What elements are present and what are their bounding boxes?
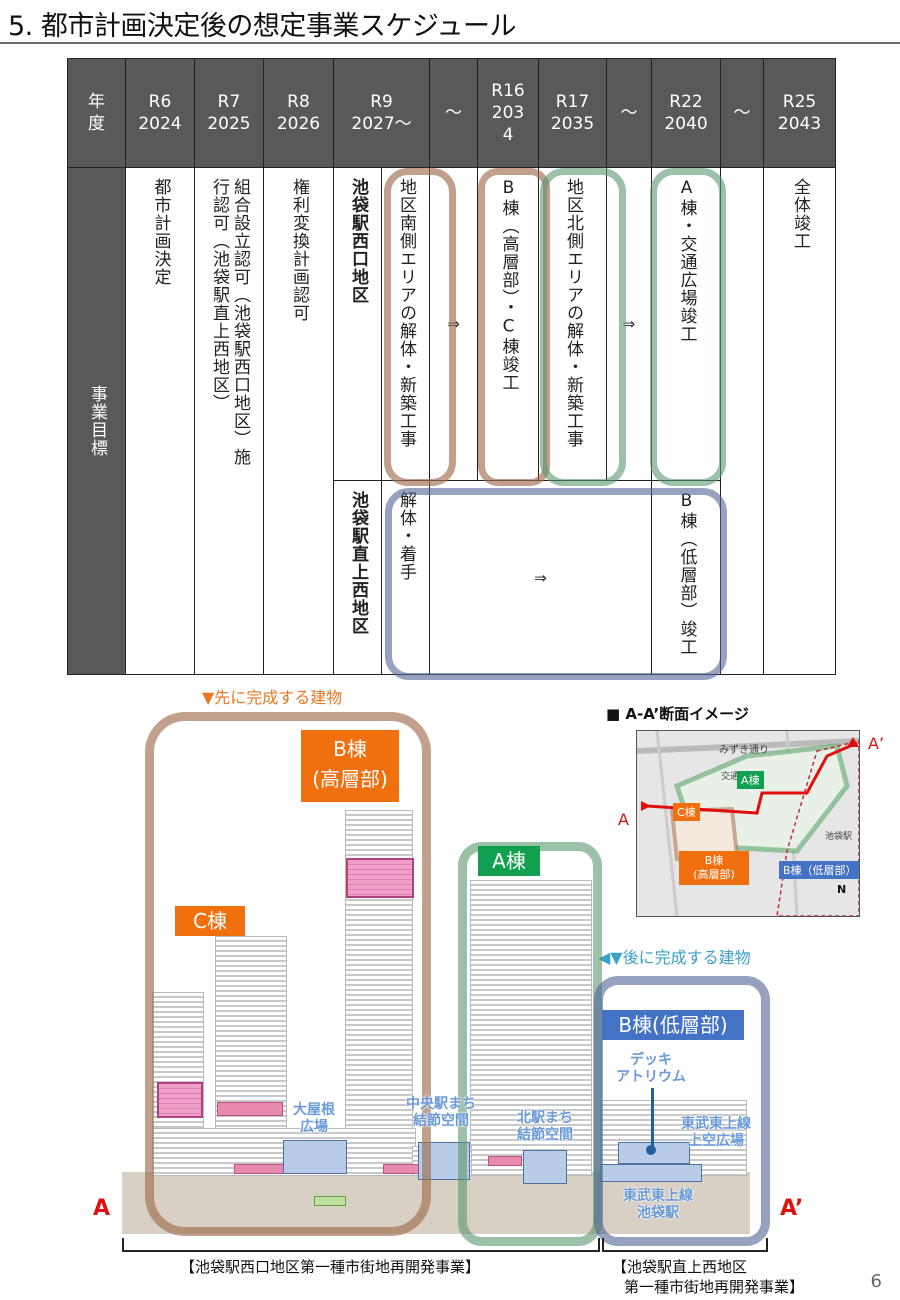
ground	[122, 1172, 750, 1234]
cell-district2: 池袋駅直上西地区	[333, 480, 382, 675]
map-svg	[637, 731, 859, 916]
section-label-a: A	[93, 1196, 111, 1221]
brace-label-chokujo-1: 【池袋駅直上西地区	[612, 1258, 748, 1276]
map-label-a: A	[618, 810, 629, 829]
tobu-platform	[600, 1164, 702, 1182]
map-title: ■ A-A’断面イメージ	[606, 705, 749, 723]
chuo-space-box	[418, 1142, 470, 1180]
caption-chuo-space: 中央駅まち 結節空間	[406, 1096, 476, 1129]
deck-pointer-dot	[646, 1145, 656, 1155]
district2-row: 池袋駅直上西地区 解体・着手 ⇒ B棟（低層部）竣工	[68, 480, 836, 675]
cell-d2-r22: B棟（低層部）竣工	[651, 480, 722, 675]
cell-r25: 全体竣工	[763, 167, 837, 675]
map-tag-a: A棟	[737, 771, 764, 789]
cell-empty-gap3	[720, 167, 765, 675]
brace-label-chokujo-2: 第一種市街地再開発事業】	[624, 1278, 805, 1296]
cell-r8: 権利変換計画認可	[263, 167, 334, 675]
brace-west	[122, 1238, 600, 1252]
caption-oyane-plaza: 大屋根 広場	[293, 1102, 335, 1135]
page-number: 6	[870, 1271, 882, 1292]
cell-d1-r16: B棟（高層部）・C棟竣工	[477, 167, 540, 481]
map-tag-b-low: B棟（低層部）	[779, 861, 859, 879]
map-tag-b-high: B棟 (高層部)	[679, 851, 749, 885]
district1-row: 事業目標 都市計画決定 組合設立認可（池袋駅西口地区）施行認可（池袋駅直上西地区…	[67, 167, 837, 675]
map-label-a-prime: A’	[868, 734, 885, 753]
map-tag-c: C棟	[673, 803, 700, 821]
pink-band-3	[488, 1156, 522, 1166]
pink-band-2	[383, 1164, 419, 1174]
cell-district1: 池袋駅西口地区	[333, 167, 382, 481]
label-first-complete: ▼先に完成する建物	[202, 688, 343, 707]
tag-b-low: B棟(低層部)	[602, 1010, 744, 1040]
caption-kita-space: 北駅まち 結節空間	[517, 1110, 573, 1143]
cell-d2-r9: 解体・着手	[380, 480, 431, 675]
cell-d1-r22: A棟・交通広場竣工	[651, 167, 722, 481]
caption-deck-atrium: デッキ アトリウム	[616, 1052, 686, 1085]
cell-d1-arrow1: ⇒	[429, 167, 479, 481]
tag-a: A棟	[478, 846, 540, 876]
section-label-a-prime: A’	[780, 1196, 804, 1221]
caption-tobu-sky-plaza: 東武東上線 上空広場	[681, 1116, 751, 1149]
map-station-label: 池袋駅	[825, 832, 853, 842]
year-gap-1: 〜	[429, 58, 479, 168]
map-street-label: みずき通り	[719, 745, 769, 756]
row-label: 事業目標	[67, 167, 126, 675]
title-rule	[0, 42, 900, 44]
north-arrow-icon: N	[837, 883, 847, 896]
page-title: 5. 都市計画決定後の想定事業スケジュール	[8, 11, 516, 42]
building-a	[470, 880, 592, 1176]
brace-chokujo	[602, 1238, 768, 1252]
c-upper-floor	[157, 1082, 203, 1118]
cell-d1-r9: 地区南側エリアの解体・新築工事	[380, 167, 431, 481]
oyane-plaza-box	[283, 1140, 347, 1174]
green-marker	[314, 1196, 346, 1206]
cell-r7: 組合設立認可（池袋駅西口地区）施行認可（池袋駅直上西地区）	[194, 167, 264, 675]
year-gap-2: 〜	[606, 58, 653, 168]
caption-tobu-station: 東武東上線 池袋駅	[623, 1188, 693, 1221]
map-kotsu-label: 交通	[721, 772, 740, 782]
cell-d1-r17: 地区北側エリアの解体・新築工事	[538, 167, 608, 481]
cell-d2-arrow: ⇒	[429, 480, 653, 675]
cell-r6: 都市計画決定	[125, 167, 195, 675]
brace-label-west: 【池袋駅西口地区第一種市街地再開発事業】	[180, 1258, 481, 1276]
cell-d1-arrow2: ⇒	[606, 167, 653, 481]
c-pink-band	[217, 1102, 283, 1116]
deck-pointer-line	[651, 1088, 654, 1148]
tag-b-high: B棟 (高層部)	[301, 730, 399, 802]
b-high-upper-floor	[346, 858, 414, 898]
year-gap-3: 〜	[720, 58, 765, 168]
tag-c: C棟	[175, 906, 245, 936]
kita-space-box	[523, 1150, 567, 1184]
pink-band-1	[234, 1164, 286, 1174]
label-later-complete: ◀▼後に完成する建物	[598, 948, 751, 967]
year-header-label: 年度	[67, 58, 126, 168]
section-map: みずき通り 交通 A棟 C棟 B棟 (高層部) B棟（低層部） 池袋駅 N	[636, 730, 860, 917]
